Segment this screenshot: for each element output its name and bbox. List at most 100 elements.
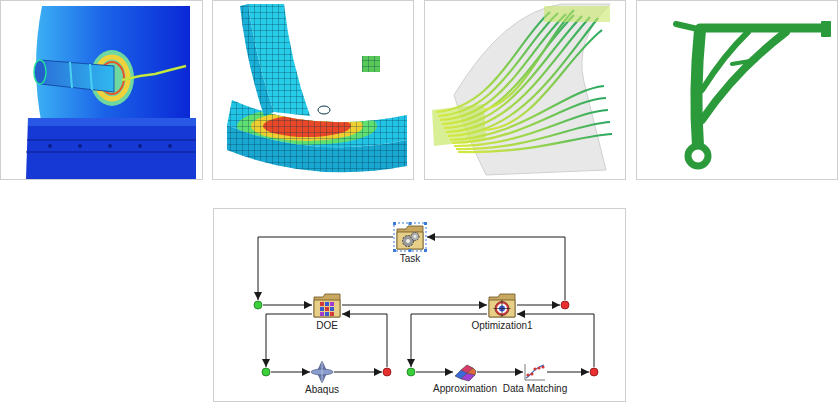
doe-icon-part <box>320 312 324 316</box>
connector <box>342 305 487 306</box>
vessel-stress-plot-part-part <box>108 144 112 148</box>
bracket-shape-part <box>702 32 786 120</box>
meshed-segment-plot-part <box>362 56 380 72</box>
vessel-stress-plot-part-part <box>48 144 52 148</box>
vessel-stress-plot <box>26 6 196 179</box>
node-label: Data Matching <box>502 383 568 395</box>
node-label: Optimization1 <box>470 320 533 332</box>
vessel-stress-plot-part <box>26 118 196 179</box>
panel-frames-part <box>1 1 203 180</box>
bracket-shape-part <box>696 30 700 146</box>
vessel-stress-plot-part-part <box>78 144 82 148</box>
workflow-node: DOE <box>312 291 342 332</box>
workflow-node: Abaqus <box>304 361 340 396</box>
end-port <box>561 301 569 309</box>
doe-icon-part <box>325 307 329 311</box>
workflow-node: Optimization1 <box>470 291 533 332</box>
doe-icon-part <box>314 300 340 317</box>
doe-icon-part <box>330 307 334 311</box>
connector-line <box>416 372 453 373</box>
panel-frames-part <box>425 1 626 180</box>
match-icon-part <box>537 366 540 369</box>
doe-icon-part <box>320 302 324 306</box>
meshed-segment-plot-part <box>362 56 380 72</box>
meshed-segment-plot <box>227 4 407 172</box>
vessel-stress-plot-part <box>70 62 92 90</box>
bracket-shape-part <box>822 22 830 36</box>
connector <box>477 372 523 373</box>
match-icon-part <box>526 365 544 378</box>
bracket-shape <box>676 22 830 166</box>
task-icon-part <box>394 223 426 251</box>
connector <box>262 314 312 376</box>
vessel-stress-plot-part <box>26 140 196 152</box>
abaqus-icon <box>310 361 334 383</box>
match-icon-part <box>541 365 544 368</box>
streamline-plot-part <box>544 6 610 22</box>
workflow-node: Task <box>393 222 427 265</box>
abaqus-icon-part <box>321 361 322 383</box>
connector <box>334 314 391 376</box>
connector-line <box>271 372 310 373</box>
streamline-plot <box>432 4 612 175</box>
task-icon-part <box>424 249 427 252</box>
task-icon-part <box>393 222 396 225</box>
meshed-segment-plot-part <box>248 4 310 116</box>
task-icon-part <box>409 222 412 225</box>
bracket-shape-part <box>688 146 708 166</box>
meshed-segment-plot-part <box>227 100 407 147</box>
match-icon-part <box>530 372 533 375</box>
node-label: Task <box>399 253 422 265</box>
workflow-node: Approximation <box>432 362 498 395</box>
connector-line <box>266 314 312 367</box>
vessel-stress-plot-part <box>34 60 46 84</box>
start-port <box>254 301 262 309</box>
match-icon-part <box>526 373 529 376</box>
task-icon-part <box>397 226 423 249</box>
task-icon-part <box>424 222 427 225</box>
approx-icon <box>453 362 477 382</box>
vessel-stress-plot-part <box>122 66 186 80</box>
panel-frames-part <box>213 1 414 180</box>
streamline-plot-part-part <box>442 15 574 124</box>
opt-icon-part <box>493 300 510 317</box>
task-icon <box>393 222 427 252</box>
vessel-stress-plot-part <box>36 6 190 126</box>
start-port <box>262 368 270 376</box>
meshed-segment-plot-part <box>318 106 330 114</box>
connector-line <box>263 305 312 306</box>
streamline-plot-part-part <box>484 10 574 110</box>
task-icon-part <box>411 233 419 241</box>
vessel-stress-plot-part <box>28 118 196 126</box>
streamline-plot-part-part <box>458 134 612 152</box>
doe-icon-part <box>325 312 329 316</box>
doe-icon-part <box>314 294 340 317</box>
streamline-plot-part-part <box>456 122 610 149</box>
opt-icon-part <box>489 300 515 317</box>
node-label: Abaqus <box>304 384 340 396</box>
connector-line <box>547 372 589 373</box>
doe-icon-part <box>320 307 324 311</box>
bracket-shape-part <box>700 24 826 33</box>
connector-line <box>258 237 393 300</box>
opt-icon <box>487 291 517 319</box>
bracket-shape-part <box>732 60 756 64</box>
vessel-stress-plot-part-part <box>168 144 172 148</box>
connector-line <box>517 305 560 306</box>
doe-icon-part <box>330 302 334 306</box>
doe-icon-part <box>330 312 334 316</box>
connector-line <box>342 314 387 367</box>
connector-line <box>342 305 487 306</box>
task-icon-part <box>406 239 410 243</box>
connector-line <box>427 237 565 300</box>
vessel-stress-plot-part <box>48 144 172 148</box>
streamline-plot-part-part <box>438 13 558 116</box>
streamline-plot-part-part <box>484 30 602 130</box>
approx-icon-part <box>455 365 476 381</box>
match-icon-part <box>525 364 545 380</box>
streamline-plot-part-part <box>450 86 604 140</box>
match-icon <box>523 362 547 382</box>
